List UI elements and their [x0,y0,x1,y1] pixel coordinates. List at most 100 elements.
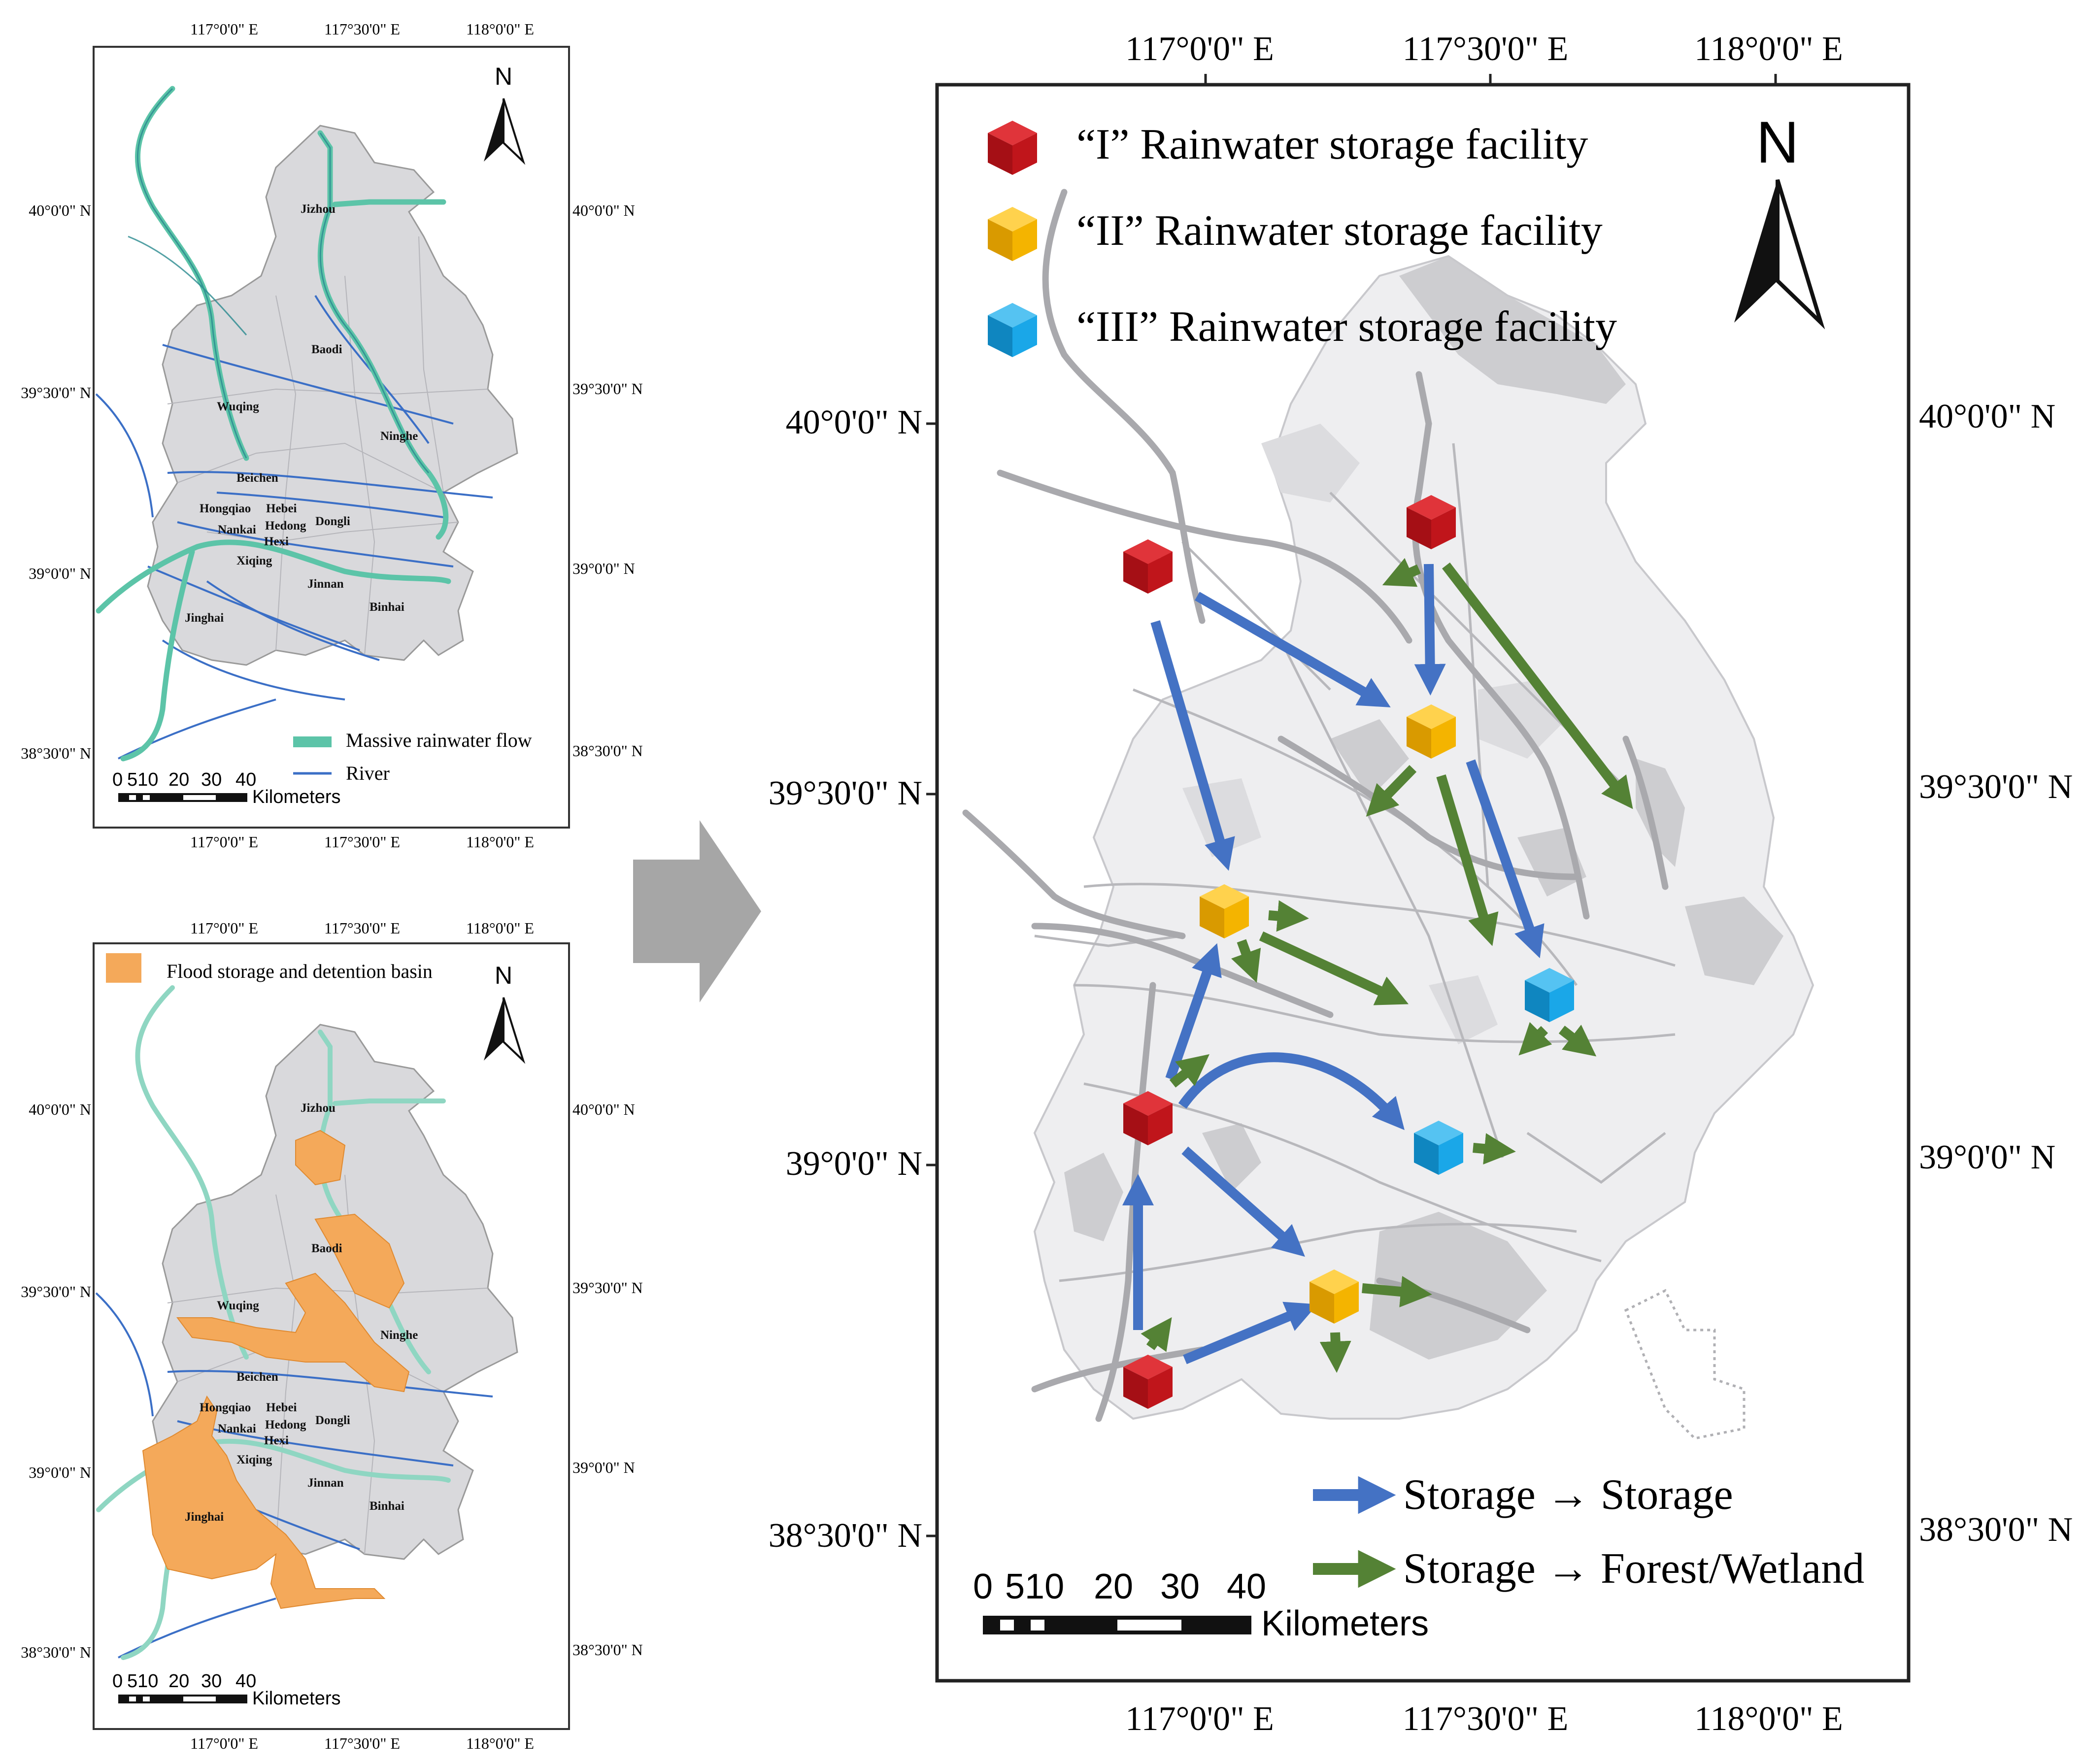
district-label: Hedong [265,1418,306,1431]
scale-tick: 40 [235,1671,256,1692]
storage-to-forest-arrows [1141,558,1633,1373]
district-label: Jizhou [301,1101,336,1115]
legend: Flood storage and detention basin [106,953,433,983]
facility-level-i-marker [1123,1355,1173,1409]
legend-label: Massive rainwater flow [346,729,532,751]
legend-icon-level-iii [988,303,1037,357]
lat-label: 39°0'0" N [572,1459,635,1476]
legend-label: River [346,762,390,784]
lon-label: 118°0'0" E [466,919,534,937]
lon-label: 117°0'0" E [190,833,258,851]
lat-label: 39°30'0" N [1919,768,2073,806]
facility-level-ii-marker [1407,704,1456,759]
lat-label: 38°30'0" N [21,1643,91,1661]
scale-tick: 510 [1005,1567,1064,1606]
transition-arrow [633,820,761,1002]
district-label: Wuqing [217,400,259,413]
main-rivers [962,189,1669,1422]
lon-label: 118°0'0" E [1694,1700,1843,1738]
district-label: Jinghai [185,1510,224,1524]
district-label: Nankai [218,1422,256,1435]
lat-label: 38°30'0" N [1919,1511,2073,1549]
legend-label: Flood storage and detention basin [167,960,433,982]
lat-label: 40°0'0" N [29,1100,91,1118]
lat-label: 39°0'0" N [29,1464,91,1481]
lat-label: 38°30'0" N [572,1641,643,1659]
district-label: Jinnan [307,1476,344,1490]
graticule-labels: 117°0'0" E 117°30'0" E 118°0'0" E 117°0'… [769,30,2073,1738]
facility-level-iii-marker [1414,1121,1463,1175]
scale-tick: 40 [1227,1567,1266,1606]
lat-label: 39°0'0" N [29,565,91,582]
graticule-labels: 117°0'0" E 117°30'0" E 118°0'0" E 117°0'… [21,20,642,851]
legend-label: Storage → Storage [1403,1471,1733,1519]
lon-label: 117°30'0" E [324,20,400,38]
legend-label: Storage → Forest/Wetland [1403,1545,1864,1593]
north-arrow: N [1734,109,1825,330]
north-label: N [495,962,512,989]
lat-label: 40°0'0" N [572,1100,635,1118]
district-label: Baodi [311,343,342,356]
district-label: Wuqing [217,1299,259,1312]
lon-label: 117°0'0" E [190,20,258,38]
lon-label: 118°0'0" E [466,1734,534,1752]
scale-tick: 20 [168,769,189,790]
lat-label: 39°30'0" N [572,380,643,398]
district-label: Hongqiao [200,502,251,515]
lon-label: 117°0'0" E [1125,30,1274,68]
legend-label: “I” Rainwater storage facility [1076,121,1588,168]
district-label: Jizhou [301,202,336,216]
lat-label: 39°30'0" N [769,774,922,812]
scale-unit: Kilometers [1261,1604,1429,1643]
north-label: N [495,63,512,90]
legend-label: “III” Rainwater storage facility [1076,303,1617,351]
scale-bar: 0 510 20 30 40 Kilometers [112,769,341,807]
lon-label: 117°30'0" E [1403,1700,1569,1738]
lat-label: 38°30'0" N [21,744,91,762]
north-label: N [1756,109,1799,175]
legend: “I” Rainwater storage facility “II” Rain… [988,121,1864,1593]
legend-icon-level-ii [988,207,1037,261]
district-label: Xiqing [236,554,272,567]
lon-label: 117°0'0" E [190,919,258,937]
district-label: Hongqiao [200,1401,251,1414]
district-label: Hexi [264,535,289,548]
facility-level-i-marker [1123,1091,1173,1145]
district-label: Ninghe [380,430,418,443]
facility-markers [1122,495,1574,1409]
district-label: Jinghai [185,611,224,625]
facility-level-ii-marker [1310,1269,1359,1324]
scale-unit: Kilometers [252,1688,341,1709]
district-label: Dongli [315,515,350,528]
district-label: Beichen [236,471,278,485]
lat-label: 38°30'0" N [769,1517,922,1555]
district-label: Nankai [218,523,256,536]
legend-swatch-rainwater [293,736,332,747]
legend-icon-level-i [988,121,1037,175]
basin-map-panel: Jizhou Baodi Wuqing Ninghe Beichen Hongq… [21,919,642,1752]
scale-tick: 40 [235,769,256,790]
north-arrow: N [484,63,526,165]
lat-label: 39°30'0" N [21,384,91,401]
graticule-ticks [926,74,1777,1537]
legend-label: “II” Rainwater storage facility [1076,207,1603,255]
district-label: Hedong [265,519,306,533]
lon-label: 118°0'0" E [1694,30,1843,68]
lat-label: 39°0'0" N [572,560,635,577]
district-label: Beichen [236,1370,278,1384]
lat-label: 39°0'0" N [786,1145,922,1183]
legend-swatch-basin [106,953,141,983]
scale-tick: 30 [201,1671,222,1692]
lat-label: 39°30'0" N [21,1283,91,1300]
lon-label: 117°30'0" E [324,919,400,937]
district-label: Baodi [311,1242,342,1255]
lat-label: 40°0'0" N [786,403,922,441]
district-label: Dongli [315,1414,350,1427]
scale-tick: 0 [973,1567,993,1606]
lat-label: 39°30'0" N [572,1279,643,1297]
district-labels: Jizhou Baodi Wuqing Ninghe Beichen Hongq… [185,202,418,625]
district-label: Jinnan [307,577,344,591]
facility-level-iii-marker [1525,968,1574,1022]
district-label: Ninghe [380,1329,418,1342]
lat-label: 40°0'0" N [572,201,635,219]
